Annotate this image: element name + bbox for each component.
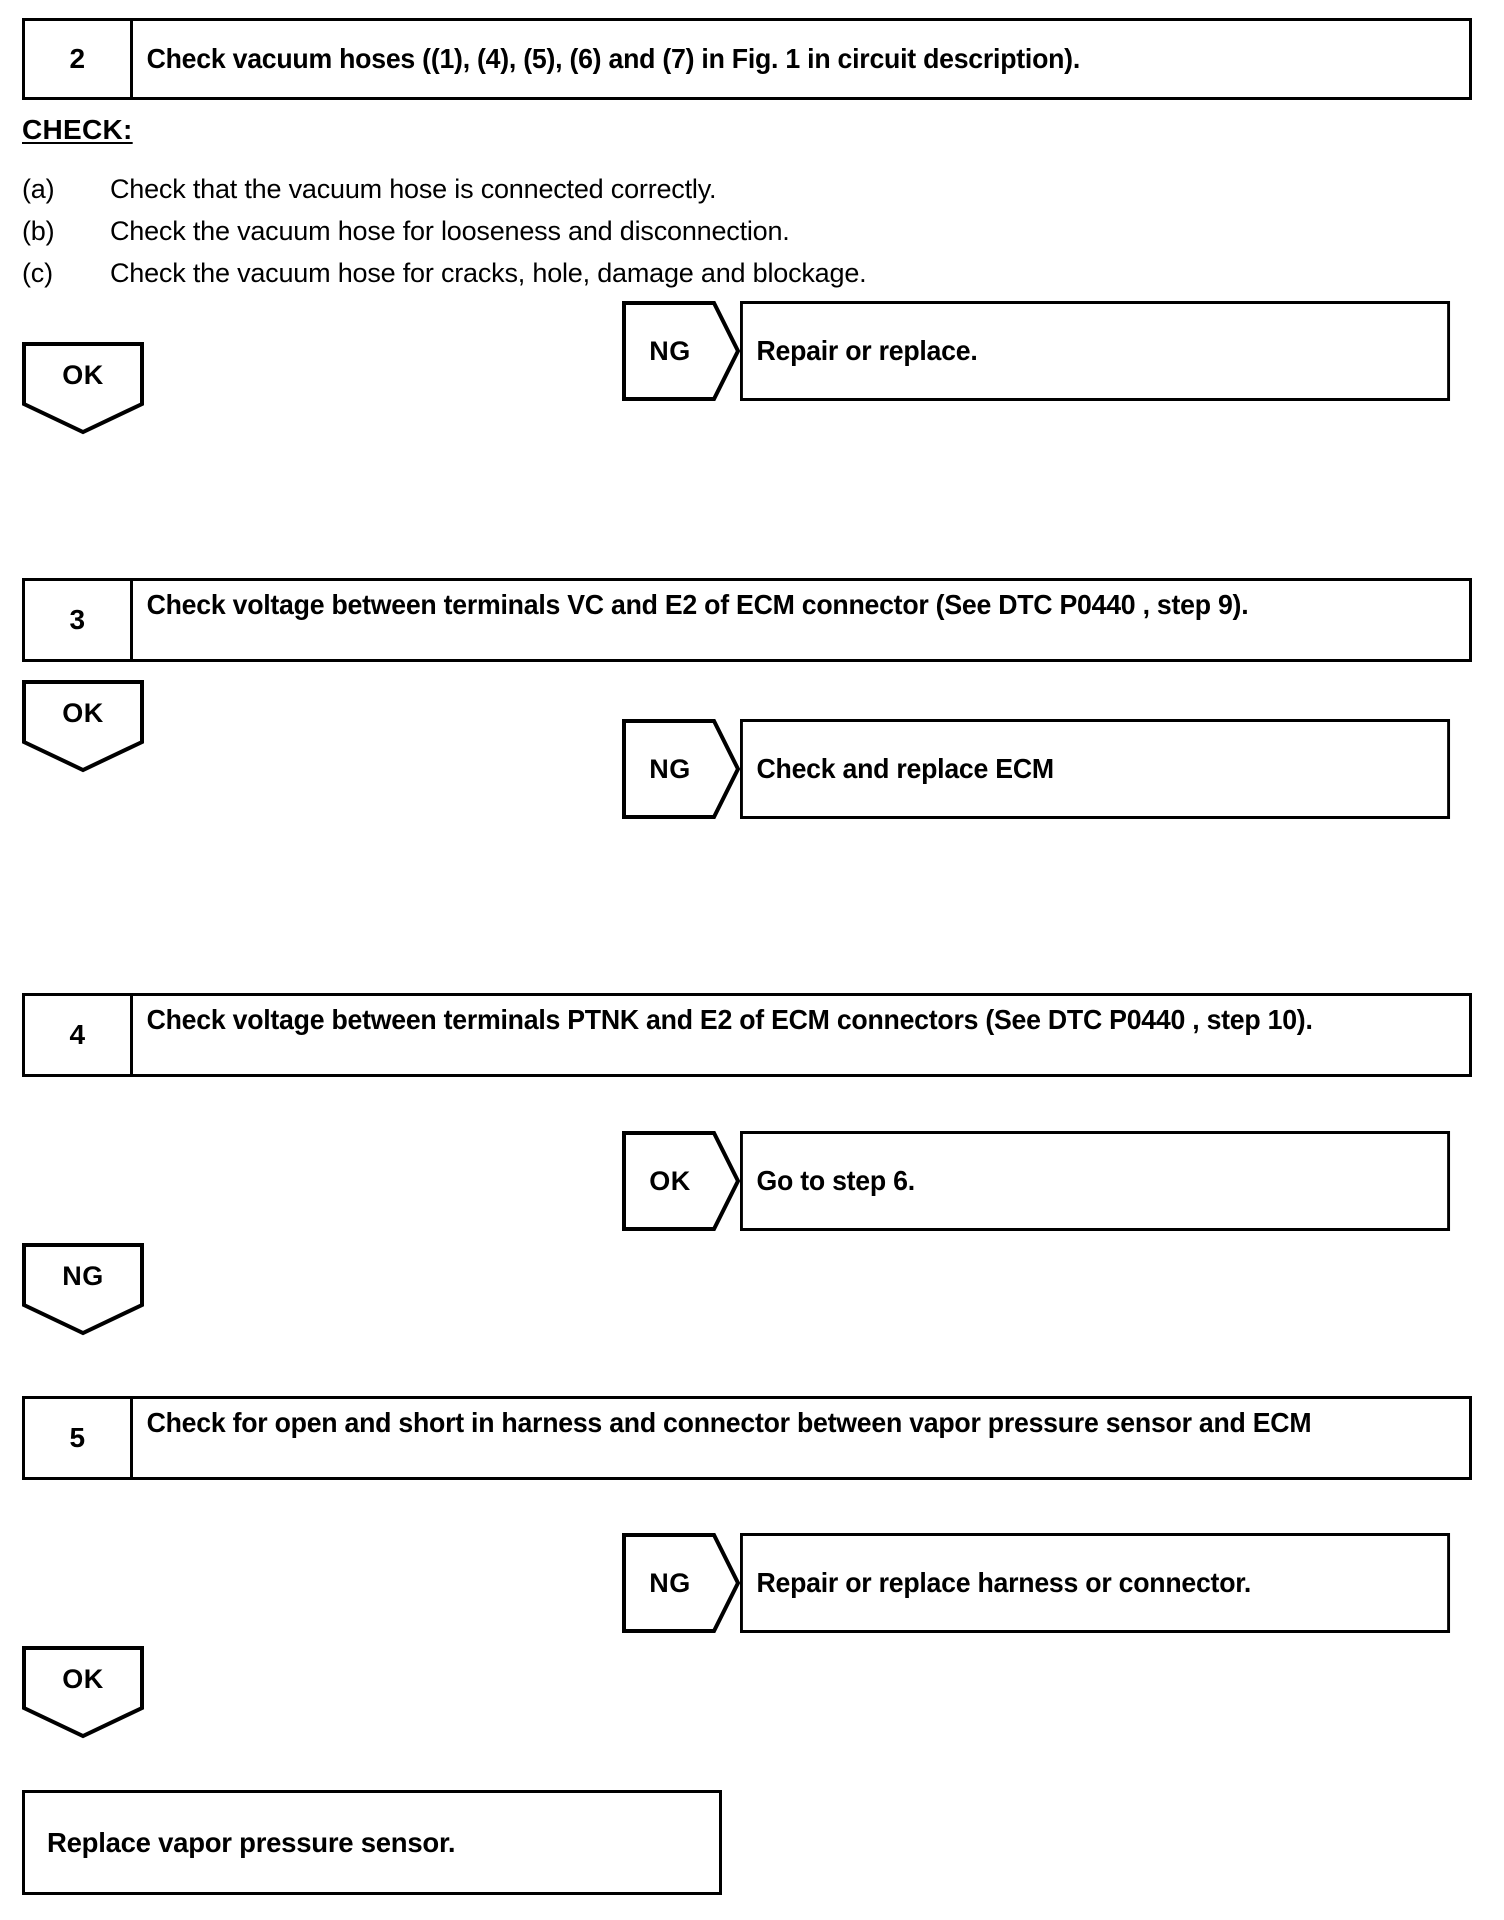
- pentagon-right-icon: [622, 1131, 741, 1231]
- branch-tag-ng: NG: [622, 719, 741, 819]
- step-instruction: Check for open and short in harness and …: [146, 1407, 1312, 1438]
- step-instruction: Check voltage between terminals VC and E…: [146, 589, 1249, 620]
- step-number: 5: [25, 1399, 133, 1477]
- pentagon-right-icon: [622, 301, 741, 401]
- step-number: 3: [25, 581, 133, 659]
- branch-row-ng-repair-harness: NG Repair or replace harness or connecto…: [622, 1533, 1472, 1633]
- branch-result-box: Check and replace ECM: [740, 719, 1451, 819]
- branch-tag-label: NG: [649, 335, 691, 366]
- branch-tag-ok: OK: [622, 1131, 741, 1231]
- flow-marker-label: OK: [62, 360, 104, 390]
- branch-result-box: Go to step 6.: [740, 1131, 1451, 1231]
- step-box-3: 3 Check voltage between terminals VC and…: [22, 578, 1472, 662]
- step-instruction: Check voltage between terminals PTNK and…: [146, 1004, 1313, 1035]
- flow-marker-ok: OK: [22, 342, 144, 435]
- pentagon-down-icon: [22, 1243, 144, 1336]
- check-list-item: (a) Check that the vacuum hose is connec…: [22, 176, 1122, 210]
- branch-tag-ng: NG: [622, 301, 741, 401]
- flow-marker-label: NG: [62, 1261, 104, 1291]
- branch-tag-label: NG: [649, 753, 691, 784]
- branch-tag-label: OK: [649, 1165, 691, 1196]
- check-item-text: Check that the vacuum hose is connected …: [110, 174, 717, 204]
- branch-row-ng-repair-or-replace: NG Repair or replace.: [622, 301, 1472, 401]
- branch-result-box: Repair or replace harness or connector.: [740, 1533, 1451, 1633]
- pentagon-down-icon: [22, 680, 144, 773]
- flow-marker-label: OK: [62, 1664, 104, 1694]
- flow-marker-label: OK: [62, 698, 104, 728]
- flow-marker-ng: NG: [22, 1243, 144, 1336]
- branch-result-box: Repair or replace.: [740, 301, 1451, 401]
- step-box-4: 4 Check voltage between terminals PTNK a…: [22, 993, 1472, 1077]
- flow-marker-ok: OK: [22, 1646, 144, 1739]
- branch-tag-ng: NG: [622, 1533, 741, 1633]
- terminal-box-replace-sensor: Replace vapor pressure sensor.: [22, 1790, 722, 1895]
- step-box-5: 5 Check for open and short in harness an…: [22, 1396, 1472, 1480]
- check-item-text: Check the vacuum hose for looseness and …: [110, 216, 790, 246]
- pentagon-right-icon: [622, 719, 741, 819]
- check-list-item: (b) Check the vacuum hose for looseness …: [22, 218, 1122, 252]
- step-number: 2: [25, 21, 133, 97]
- branch-tag-label: NG: [649, 1567, 691, 1598]
- branch-row-ng-check-replace-ecm: NG Check and replace ECM: [622, 719, 1472, 819]
- check-item-marker: (c): [22, 258, 53, 288]
- pentagon-right-icon: [622, 1533, 741, 1633]
- branch-row-ok-go-to-step-6: OK Go to step 6.: [622, 1131, 1472, 1231]
- pentagon-down-icon: [22, 342, 144, 435]
- step-box-2: 2 Check vacuum hoses ((1), (4), (5), (6)…: [22, 18, 1472, 100]
- check-item-text: Check the vacuum hose for cracks, hole, …: [110, 258, 867, 288]
- check-list-item: (c) Check the vacuum hose for cracks, ho…: [22, 260, 1122, 294]
- check-item-marker: (b): [22, 216, 55, 246]
- check-heading: CHECK:: [22, 114, 133, 145]
- pentagon-down-icon: [22, 1646, 144, 1739]
- check-item-marker: (a): [22, 174, 55, 204]
- step-instruction: Check vacuum hoses ((1), (4), (5), (6) a…: [146, 42, 1081, 74]
- step-number: 4: [25, 996, 133, 1074]
- flow-marker-ok: OK: [22, 680, 144, 773]
